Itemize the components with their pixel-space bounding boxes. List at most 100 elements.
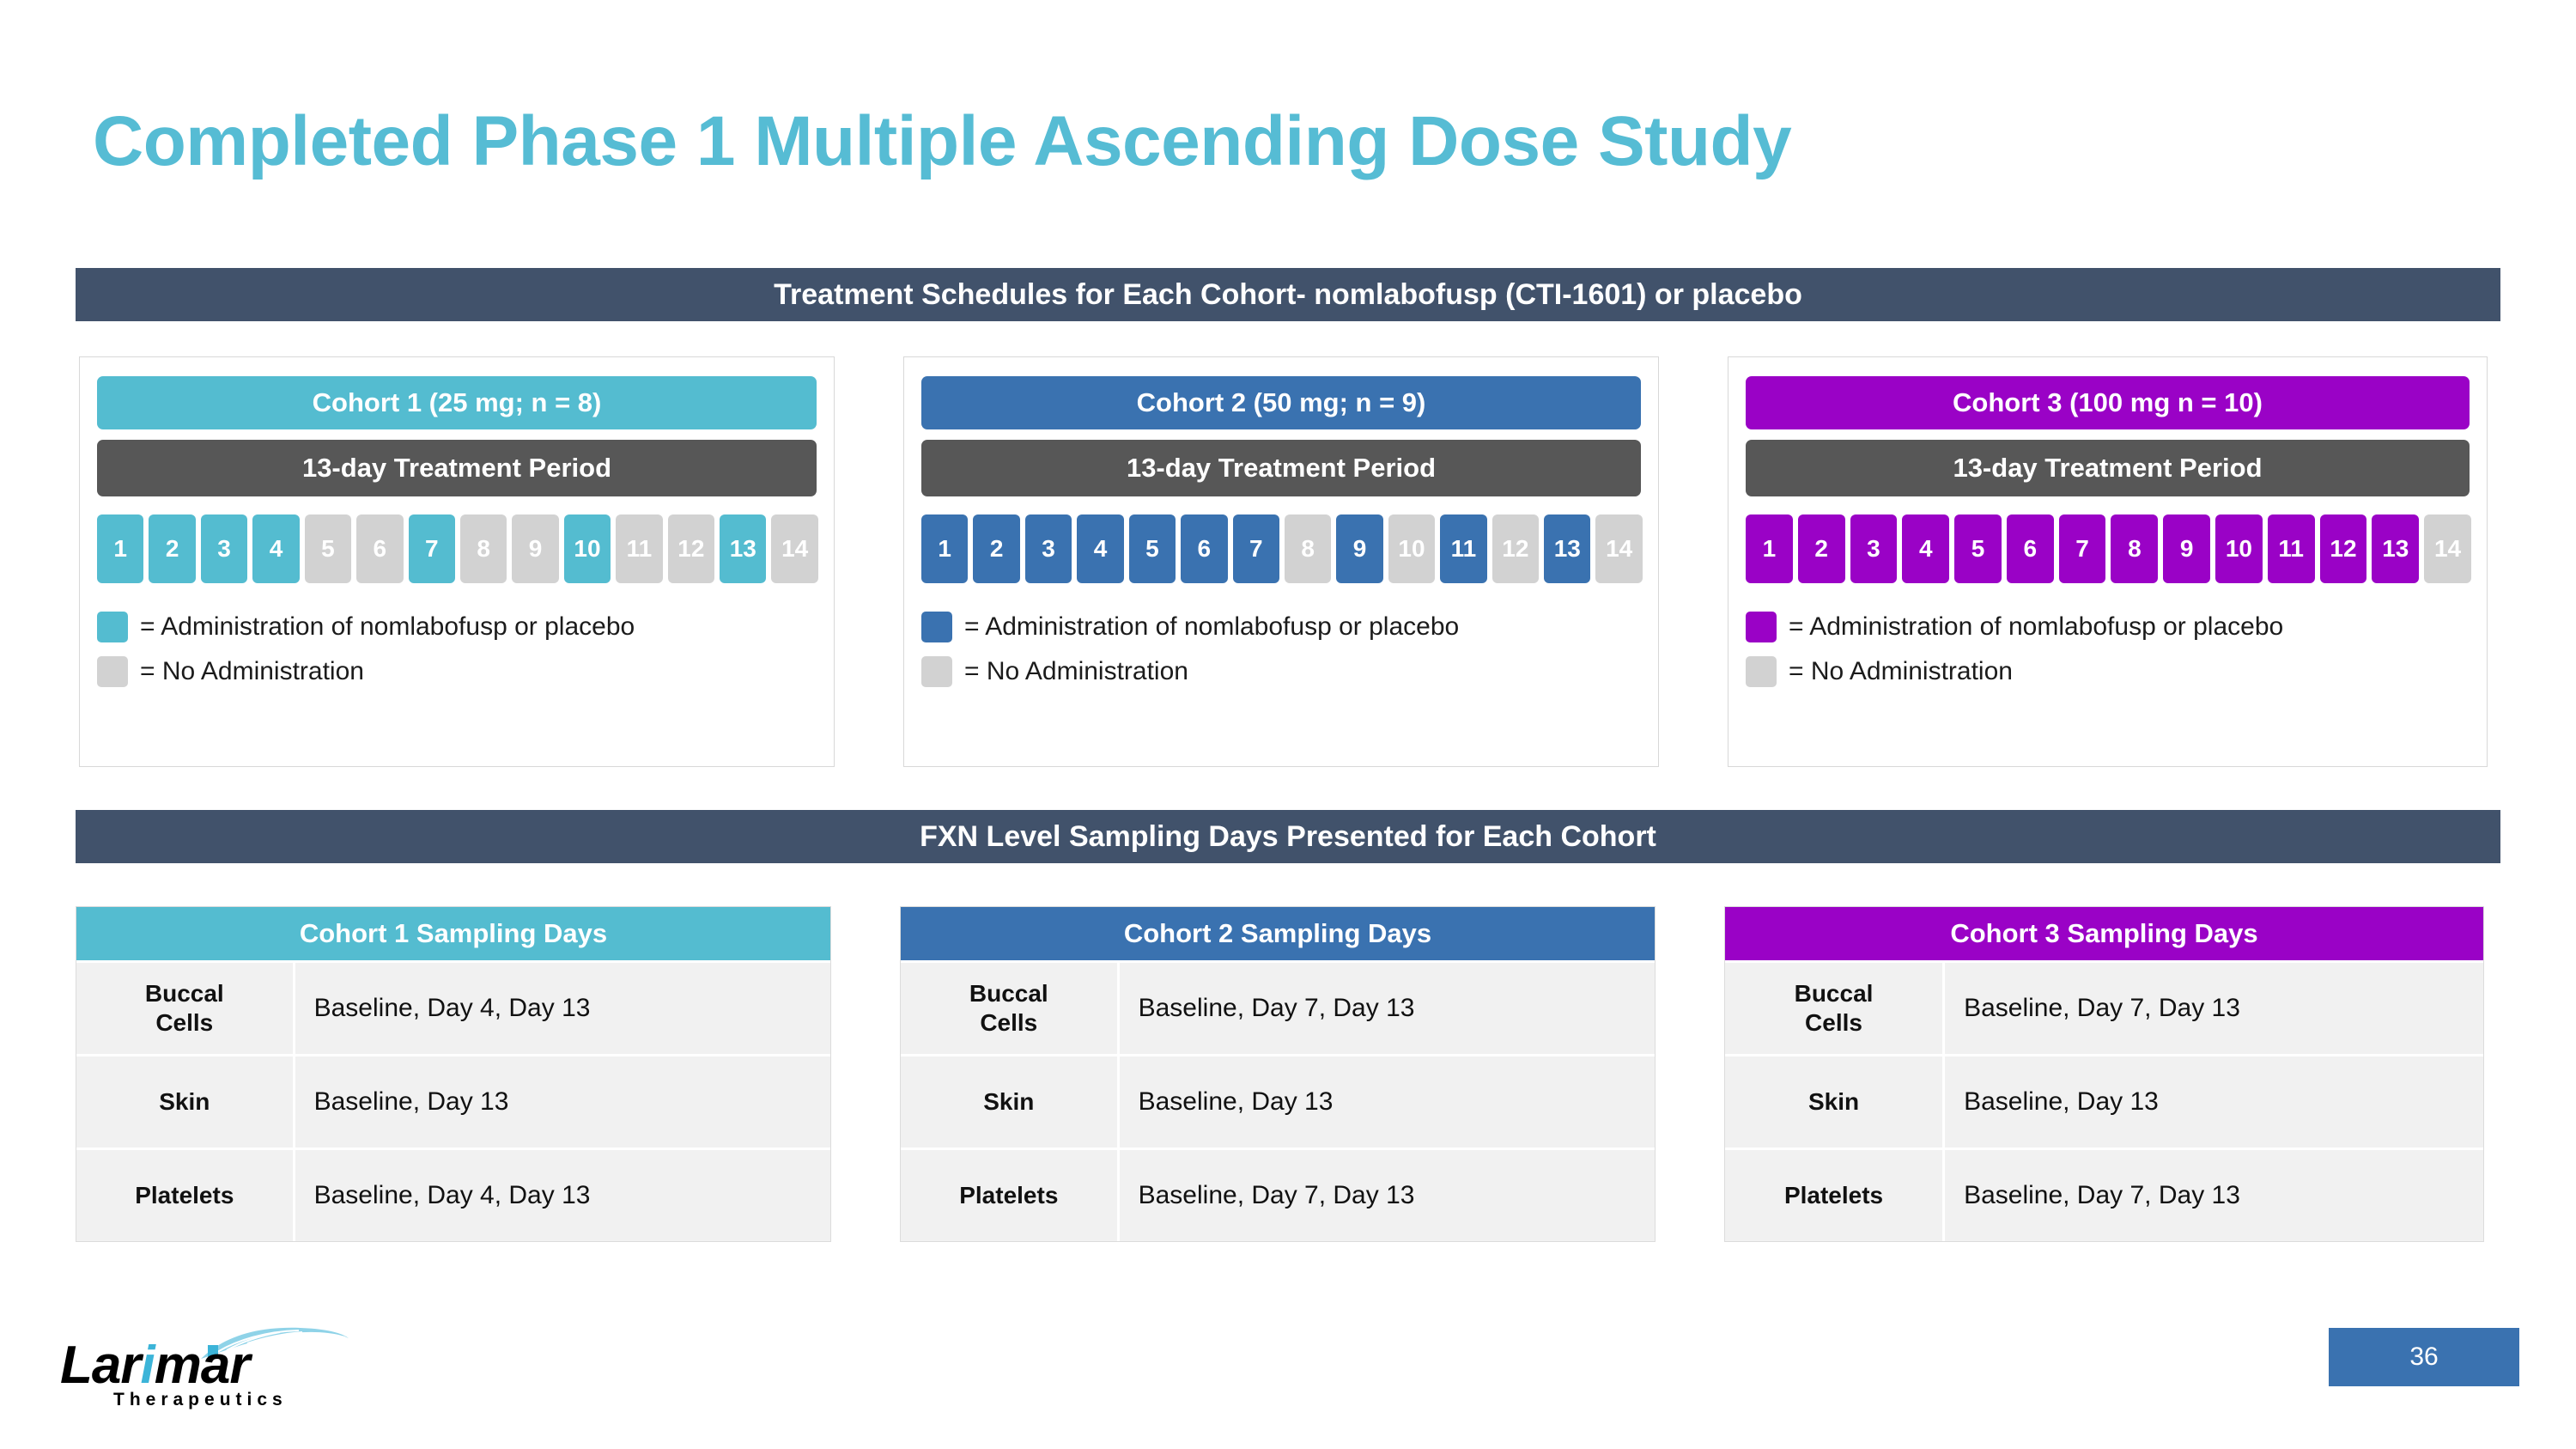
cohort-header-1: Cohort 1 (25 mg; n = 8)	[97, 376, 817, 429]
day-box-14: 14	[1595, 514, 1643, 583]
day-box-12: 12	[667, 514, 715, 583]
legend-swatch-administration-icon	[921, 612, 952, 642]
day-box-11: 11	[1440, 514, 1487, 583]
day-box-8: 8	[2111, 514, 2159, 583]
day-box-1: 1	[921, 514, 969, 583]
sampling-days-value: Baseline, Day 13	[1964, 1087, 2159, 1116]
sample-type-label: Skin	[76, 1056, 295, 1148]
day-box-2: 2	[1797, 514, 1845, 583]
table-row: Skin Baseline, Day 13	[76, 1054, 830, 1148]
day-box-5: 5	[1128, 514, 1176, 583]
legend-row-no-administration: = No Administration	[921, 649, 1644, 694]
day-box-9: 9	[1336, 514, 1383, 583]
day-box-8: 8	[1284, 514, 1332, 583]
logo-word-i: i	[140, 1336, 155, 1395]
day-box-7: 7	[2058, 514, 2106, 583]
day-box-3: 3	[1850, 514, 1898, 583]
logo-word-part1: Lar	[60, 1336, 141, 1395]
legend-swatch-administration-icon	[1746, 612, 1777, 642]
logo-word-part2: mar	[154, 1336, 251, 1395]
day-box-1: 1	[1746, 514, 1793, 583]
sampling-days-value: Baseline, Day 13	[313, 1087, 509, 1116]
sample-type-label: Skin	[901, 1056, 1120, 1148]
day-box-13: 13	[2372, 514, 2420, 583]
sampling-days-value: Baseline, Day 4, Day 13	[313, 1181, 591, 1209]
day-box-2: 2	[149, 514, 196, 583]
day-box-10: 10	[1388, 514, 1436, 583]
legend-row-administration: = Administration of nomlabofusp or place…	[1746, 605, 2473, 649]
day-box-14: 14	[2424, 514, 2471, 583]
day-box-6: 6	[356, 514, 404, 583]
day-box-10: 10	[563, 514, 611, 583]
legend-label-administration: = Administration of nomlabofusp or place…	[964, 612, 1460, 641]
sampling-table-header-1: Cohort 1 Sampling Days	[76, 907, 830, 960]
sample-type-label: Platelets	[901, 1150, 1120, 1241]
day-box-2: 2	[973, 514, 1020, 583]
table-row: Skin Baseline, Day 13	[901, 1054, 1655, 1148]
day-box-5: 5	[304, 514, 352, 583]
sample-type-label: Platelets	[1725, 1150, 1946, 1241]
day-box-4: 4	[252, 514, 300, 583]
legend-row-administration: = Administration of nomlabofusp or place…	[97, 605, 820, 649]
day-box-3: 3	[200, 514, 248, 583]
day-box-7: 7	[408, 514, 455, 583]
table-row: Platelets Baseline, Day 4, Day 13	[76, 1148, 830, 1241]
legend-row-administration: = Administration of nomlabofusp or place…	[921, 605, 1644, 649]
cohort-card-2: Cohort 2 (50 mg; n = 9) 13-day Treatment …	[903, 356, 1659, 767]
day-box-6: 6	[1181, 514, 1228, 583]
logo-subtitle: Therapeutics	[113, 1390, 288, 1409]
treatment-period-bar-3: 13-day Treatment Period	[1746, 440, 2470, 496]
legend-row-no-administration: = No Administration	[97, 649, 820, 694]
day-box-4: 4	[1077, 514, 1124, 583]
cohort-header-2: Cohort 2 (50 mg; n = 9)	[921, 376, 1641, 429]
day-box-6: 6	[2006, 514, 2054, 583]
legend-3: = Administration of nomlabofusp or place…	[1746, 605, 2473, 694]
day-box-1: 1	[97, 514, 144, 583]
legend-swatch-administration-icon	[97, 612, 128, 642]
table-row: Skin Baseline, Day 13	[1725, 1054, 2483, 1148]
day-box-7: 7	[1232, 514, 1279, 583]
day-box-12: 12	[2319, 514, 2367, 583]
sample-type-label: Platelets	[76, 1150, 295, 1241]
cohort-schedule-cards: Cohort 1 (25 mg; n = 8) 13-day Treatment …	[0, 356, 2576, 769]
larimar-logo: Larimar Therapeutics	[60, 1323, 349, 1417]
legend-swatch-no-administration-icon	[921, 656, 952, 687]
day-box-13: 13	[720, 514, 767, 583]
day-box-11: 11	[2267, 514, 2315, 583]
legend-2: = Administration of nomlabofusp or place…	[921, 605, 1644, 694]
sampling-days-value: Baseline, Day 7, Day 13	[1964, 994, 2240, 1022]
cohort-header-3: Cohort 3 (100 mg n = 10)	[1746, 376, 2470, 429]
legend-label-administration: = Administration of nomlabofusp or place…	[1789, 612, 2284, 641]
sampling-days-value: Baseline, Day 4, Day 13	[313, 994, 591, 1022]
logo-wordmark: Larimar	[60, 1335, 251, 1396]
day-box-12: 12	[1492, 514, 1540, 583]
legend-label-no-administration: = No Administration	[1789, 657, 2013, 685]
treatment-schedules-banner: Treatment Schedules for Each Cohort- nom…	[76, 268, 2500, 321]
day-box-14: 14	[771, 514, 818, 583]
treatment-period-bar-1: 13-day Treatment Period	[97, 440, 817, 496]
day-box-3: 3	[1024, 514, 1072, 583]
sampling-days-value: Baseline, Day 7, Day 13	[1138, 994, 1415, 1022]
legend-swatch-no-administration-icon	[1746, 656, 1777, 687]
sample-type-label: Skin	[1725, 1056, 1946, 1148]
day-box-5: 5	[1954, 514, 2002, 583]
legend-row-no-administration: = No Administration	[1746, 649, 2473, 694]
day-box-9: 9	[2163, 514, 2211, 583]
day-box-9: 9	[512, 514, 559, 583]
day-box-4: 4	[1902, 514, 1950, 583]
dna-helix-icon	[201, 1327, 349, 1359]
day-box-10: 10	[2215, 514, 2263, 583]
treatment-period-bar-2: 13-day Treatment Period	[921, 440, 1641, 496]
sampling-days-value: Baseline, Day 13	[1138, 1087, 1334, 1116]
cohort-card-3: Cohort 3 (100 mg n = 10) 13-day Treatment…	[1728, 356, 2488, 767]
